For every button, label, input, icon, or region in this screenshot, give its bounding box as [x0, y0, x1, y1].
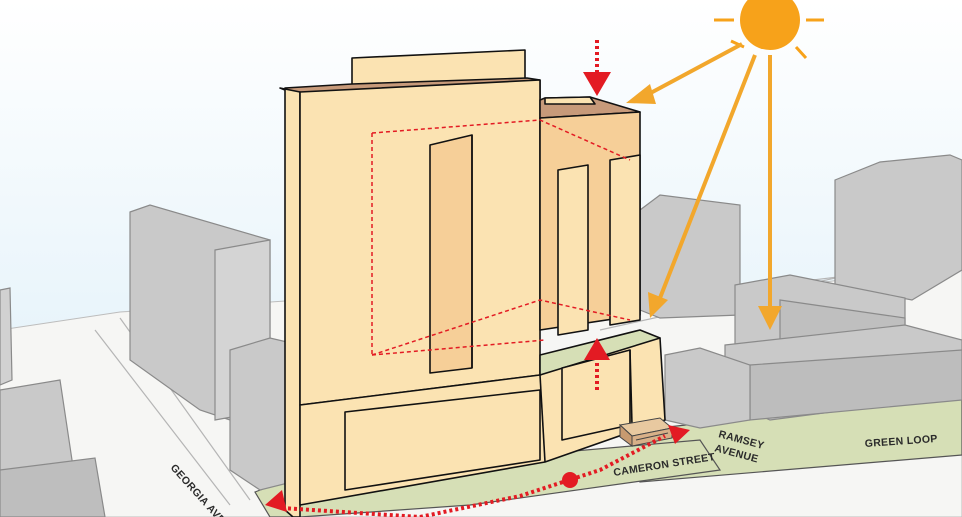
dotted-path-arrow — [265, 490, 287, 512]
air-movement-arrow — [584, 338, 610, 360]
pedestrian-path — [265, 425, 690, 517]
context-building — [0, 287, 13, 386]
context-building — [0, 457, 106, 517]
air-movement-arrow — [583, 72, 611, 96]
path-node — [562, 472, 578, 488]
dotted-path-arrow — [668, 425, 690, 444]
wind-zone-outline — [371, 119, 631, 356]
entrance-canopy — [618, 417, 674, 447]
sun-ray-arrow — [758, 306, 782, 330]
sun-ray-arrow — [644, 42, 743, 98]
context-building — [834, 154, 962, 301]
podium-corner — [539, 374, 546, 463]
wind-arrows — [583, 40, 611, 390]
street-label-green-loop: GREEN LOOP — [864, 433, 938, 450]
wing-column — [557, 164, 589, 336]
podium-corner — [629, 349, 633, 426]
proposed-building — [279, 49, 666, 517]
sun-icon — [714, 0, 824, 66]
dotted-path-arrow — [419, 434, 666, 517]
sun-ray-arrow — [658, 54, 757, 299]
sun-ray-arrow — [626, 84, 656, 104]
tower-front-face — [299, 79, 541, 406]
facade-slot — [429, 134, 473, 374]
sun-ray-arrow — [648, 292, 668, 318]
sunlight-arrows — [626, 42, 782, 330]
wing-parapet — [544, 96, 596, 105]
wing-column — [609, 154, 641, 326]
dotted-path-arrow — [281, 506, 421, 517]
podium-panel — [344, 389, 541, 491]
